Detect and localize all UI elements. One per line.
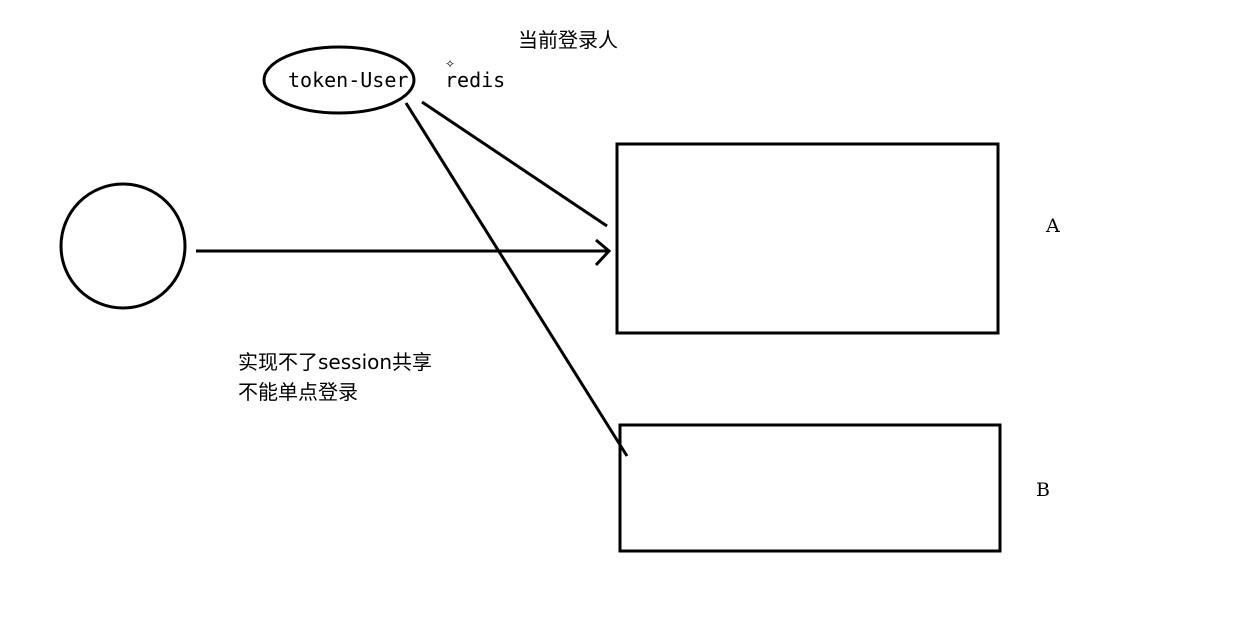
crosshair-cursor-icon: ✧ (445, 57, 456, 71)
client-to-a-arrowhead (594, 238, 612, 267)
server-a-label: A (1046, 215, 1060, 237)
token-user-label: token-User (288, 68, 409, 92)
current-user-label: 当前登录人 (518, 28, 618, 52)
server-b-box (618, 423, 1002, 553)
server-b-label: B (1036, 479, 1050, 501)
server-a-box (615, 142, 1000, 335)
redis-label: redis (445, 68, 506, 92)
token-user-ellipse (262, 45, 416, 115)
client-circle (59, 182, 187, 310)
token-to-b-line (404, 102, 629, 457)
note-line-1: 实现不了session共享 (238, 350, 433, 374)
note-line-2: 不能单点登录 (238, 380, 358, 404)
token-to-a-line (421, 100, 608, 228)
